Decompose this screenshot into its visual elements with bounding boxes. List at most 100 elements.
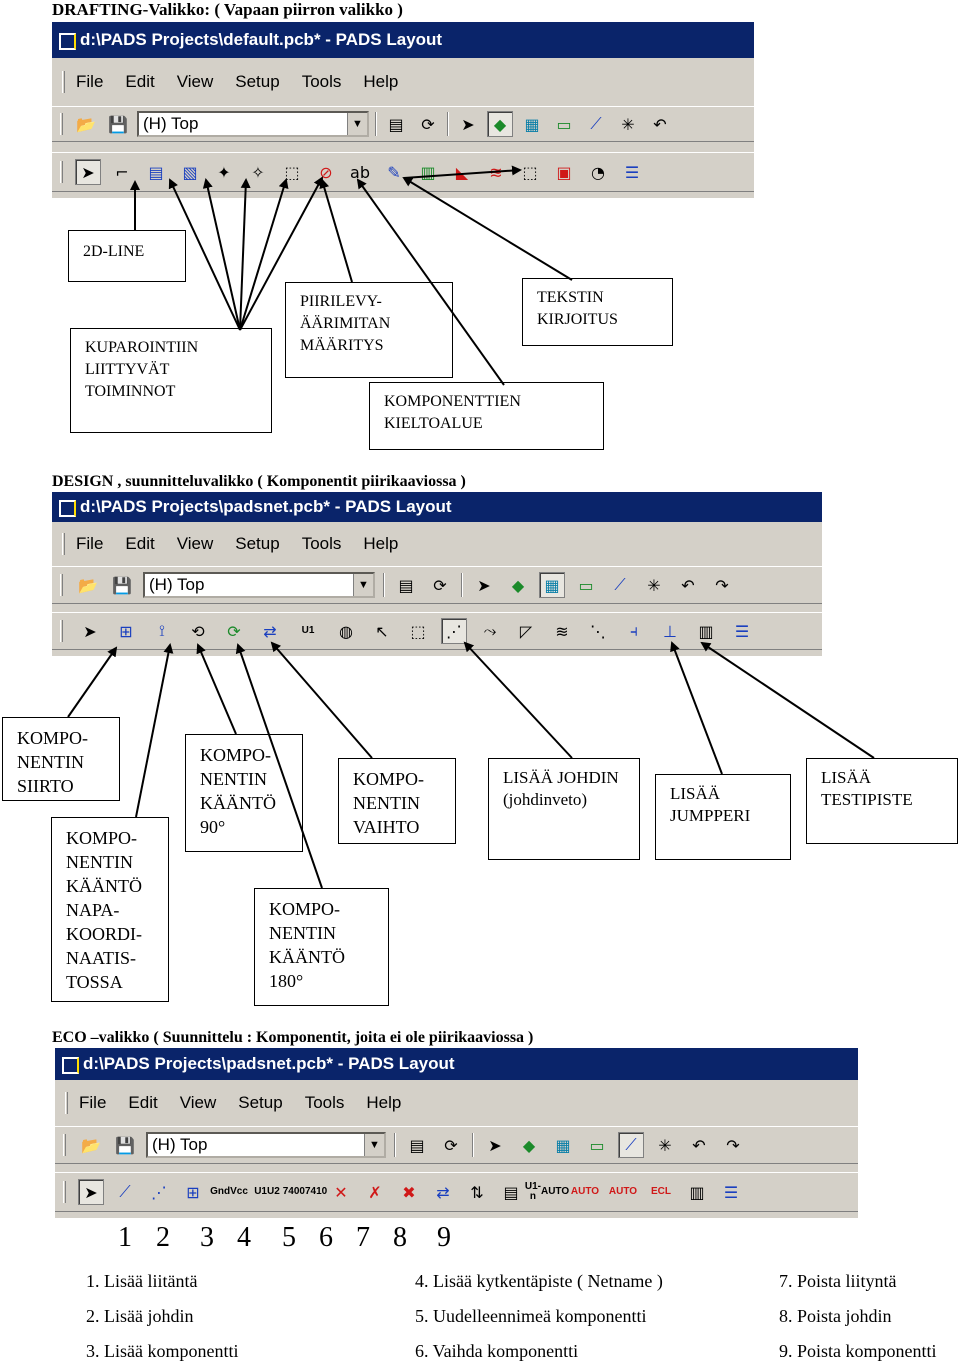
redraw-icon[interactable]: ⟳ xyxy=(433,575,447,595)
menu-setup[interactable]: Setup xyxy=(238,1093,283,1112)
layer-select[interactable]: (H) Top ▼ xyxy=(143,572,375,598)
text-icon[interactable]: ab xyxy=(350,162,370,182)
redo-icon[interactable]: ↷ xyxy=(715,575,729,595)
add-route-icon[interactable]: ⋰ xyxy=(151,1182,167,1202)
radial-move-icon[interactable]: ⟟ xyxy=(159,621,165,640)
sketch-route-icon[interactable]: ◸ xyxy=(519,621,533,641)
copper-cutout-icon[interactable]: ▧ xyxy=(182,162,198,182)
redo-icon[interactable]: ↷ xyxy=(726,1135,740,1155)
select-mode-icon[interactable]: ➤ xyxy=(83,621,97,641)
menu-tools[interactable]: Tools xyxy=(301,72,342,91)
menu-edit[interactable]: Edit xyxy=(125,72,155,91)
open-icon[interactable]: 📂 xyxy=(78,575,98,595)
drafting-toolbar-icon[interactable]: ◆ xyxy=(511,575,525,595)
undo-icon[interactable]: ↶ xyxy=(692,1135,706,1155)
menu-view[interactable]: View xyxy=(176,72,214,91)
menu-file[interactable]: File xyxy=(76,534,104,553)
menu-tools[interactable]: Tools xyxy=(301,534,342,553)
eco-toolbar-icon[interactable]: ⟋ xyxy=(590,114,602,133)
hatch-outline-icon[interactable]: ✧ xyxy=(251,162,265,182)
open-icon[interactable]: 📂 xyxy=(76,114,96,134)
design-toolbar-icon[interactable]: ▦ xyxy=(524,114,540,134)
swap-gates-icon[interactable]: ⇅ xyxy=(470,1182,484,1202)
eco-options-icon[interactable]: ▤ xyxy=(503,1182,519,1202)
properties-icon[interactable]: ▤ xyxy=(398,575,414,595)
bga-toolbar-icon[interactable]: ✳ xyxy=(647,575,661,595)
menu-setup[interactable]: Setup xyxy=(235,534,280,553)
properties-icon[interactable]: ▤ xyxy=(388,114,404,134)
layer-select[interactable]: (H) Top ▼ xyxy=(137,111,369,137)
add-component-icon[interactable]: ⊞ xyxy=(186,1182,200,1202)
dimension-toolbar-icon[interactable]: ▭ xyxy=(556,114,572,134)
pin-icon[interactable]: ◍ xyxy=(339,621,353,641)
menu-help[interactable]: Help xyxy=(363,534,399,553)
from-library-icon[interactable]: ✎ xyxy=(387,162,401,182)
modify-icon[interactable]: ◣ xyxy=(455,162,469,182)
arc-icon[interactable]: ◔ xyxy=(591,162,605,182)
menu-file[interactable]: File xyxy=(79,1093,107,1112)
pcb-stamp-icon[interactable]: ▣ xyxy=(556,162,572,182)
dimension-toolbar-icon[interactable]: ▭ xyxy=(589,1135,605,1155)
drafting-toolbar-icon[interactable]: ◆ xyxy=(487,111,513,137)
menu-edit[interactable]: Edit xyxy=(128,1093,158,1112)
open-icon[interactable]: 📂 xyxy=(81,1135,101,1155)
length-icon[interactable]: ▥ xyxy=(698,621,714,641)
auto-route-icon[interactable]: ⋱ xyxy=(590,621,606,641)
design-toolbar-icon[interactable]: ▦ xyxy=(539,572,565,598)
menu-view[interactable]: View xyxy=(179,1093,217,1112)
menu-view[interactable]: View xyxy=(176,534,214,553)
menu-edit[interactable]: Edit xyxy=(125,534,155,553)
move-icon[interactable]: ⊞ xyxy=(119,621,133,641)
chevron-down-icon[interactable]: ▼ xyxy=(364,1134,384,1156)
add-route-icon[interactable]: ⋰ xyxy=(441,618,467,644)
add-jumper-icon[interactable]: ⫞ xyxy=(629,621,638,640)
chevron-down-icon[interactable]: ▼ xyxy=(353,574,373,596)
spin-icon[interactable]: ⟳ xyxy=(227,621,241,641)
properties-icon[interactable]: ▤ xyxy=(409,1135,425,1155)
rotate-90-icon[interactable]: ⟲ xyxy=(191,621,205,641)
menu-help[interactable]: Help xyxy=(366,1093,402,1112)
board-outline-icon[interactable]: ⬚ xyxy=(284,162,300,182)
length-icon[interactable]: ▥ xyxy=(689,1182,705,1202)
menu-help[interactable]: Help xyxy=(363,72,399,91)
2d-line-icon[interactable]: ⌐ xyxy=(115,162,129,182)
redraw-icon[interactable]: ⟳ xyxy=(444,1135,458,1155)
delete-connection-icon[interactable]: ✕ xyxy=(334,1182,348,1202)
add-connection-icon[interactable]: ⟋ xyxy=(119,1182,131,1201)
menu-file[interactable]: File xyxy=(76,72,104,91)
auto-swap-pins-icon[interactable]: AUTO xyxy=(570,1186,600,1197)
dynamic-route-icon[interactable]: ⤳ xyxy=(483,621,497,640)
copper-icon[interactable]: ▤ xyxy=(148,162,164,182)
menu-tools[interactable]: Tools xyxy=(304,1093,345,1112)
u1-label-icon[interactable]: U1 xyxy=(301,625,315,636)
delete-route-icon[interactable]: ✗ xyxy=(368,1182,382,1202)
layer-select[interactable]: (H) Top ▼ xyxy=(146,1132,386,1158)
select-icon[interactable]: ➤ xyxy=(477,575,491,595)
copper-pour-icon[interactable]: ✦ xyxy=(217,162,231,182)
add-testpoint-icon[interactable]: ⊥ xyxy=(663,621,677,641)
select-mode-icon[interactable]: ➤ xyxy=(75,159,101,185)
menu-setup[interactable]: Setup xyxy=(235,72,280,91)
delete-component-icon[interactable]: ✖ xyxy=(402,1182,416,1202)
chevron-down-icon[interactable]: ▼ xyxy=(347,113,367,135)
dimension-toolbar-icon[interactable]: ▭ xyxy=(578,575,594,595)
select-icon[interactable]: ➤ xyxy=(488,1135,502,1155)
select-shape-icon[interactable]: ⬚ xyxy=(522,162,538,182)
list-icon[interactable]: ☰ xyxy=(734,621,750,641)
ecl-icon[interactable]: ECL xyxy=(651,1186,671,1197)
swap-pins-icon[interactable]: ⇄ xyxy=(436,1182,450,1202)
save-icon[interactable]: 💾 xyxy=(108,114,128,134)
undo-icon[interactable]: ↶ xyxy=(681,575,695,595)
design-toolbar-icon[interactable]: ▦ xyxy=(555,1135,571,1155)
select-mode-icon[interactable]: ➤ xyxy=(78,1179,104,1205)
save-icon[interactable]: 💾 xyxy=(115,1135,135,1155)
undo-icon[interactable]: ↶ xyxy=(653,114,667,134)
bus-route-icon[interactable]: ≋ xyxy=(555,621,569,641)
bga-toolbar-icon[interactable]: ✳ xyxy=(621,114,635,134)
stretch-icon[interactable]: ↖ xyxy=(375,621,389,641)
swap-icon[interactable]: ⇄ xyxy=(263,621,277,641)
